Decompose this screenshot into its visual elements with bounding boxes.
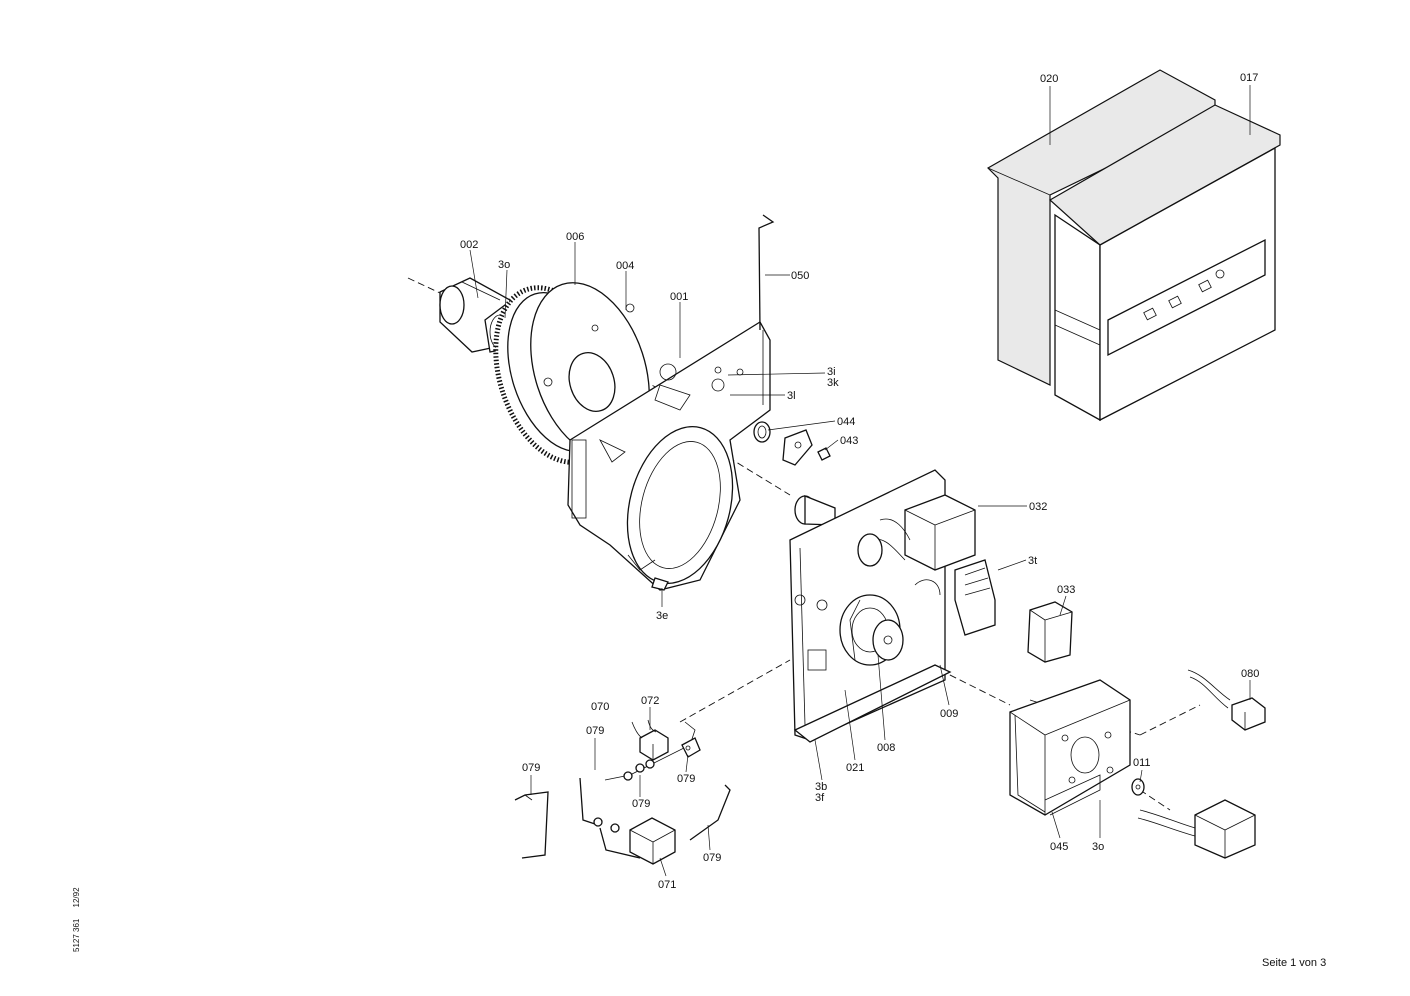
leader-lines (469, 85, 1251, 877)
document-number: 5127 361 12/92 (72, 887, 81, 952)
label-070: 070 (591, 701, 609, 713)
bushing-part-044 (753, 421, 771, 443)
bracket-part-043 (782, 429, 831, 466)
connector-part-080 (1187, 669, 1266, 731)
label-043: 043 (840, 435, 858, 447)
label-079-a: 079 (586, 725, 604, 737)
ignition-unit-part-3t (914, 559, 996, 636)
label-021: 021 (846, 762, 864, 774)
label-3k: 3k (827, 377, 839, 389)
part-labels: 002 3o 006 004 001 050 3i 3k 3l 044 043 … (460, 72, 1259, 891)
control-unit-part-020 (987, 69, 1216, 386)
motor-part-008 (839, 594, 904, 666)
label-3o-lower: 3o (1092, 841, 1104, 853)
label-011: 011 (1133, 757, 1151, 769)
label-3f: 3f (815, 792, 825, 804)
pipe-clip-part-079 (514, 791, 549, 859)
label-079-b: 079 (522, 762, 540, 774)
transformer-part-032 (857, 494, 976, 571)
coupling-part (794, 495, 836, 526)
solenoid-valve-part-071 (593, 817, 676, 865)
label-045: 045 (1050, 841, 1068, 853)
label-033: 033 (1057, 584, 1075, 596)
label-004: 004 (616, 260, 634, 272)
label-3e: 3e (656, 610, 668, 622)
label-3b: 3b (815, 781, 827, 793)
label-002: 002 (460, 239, 478, 251)
label-3i: 3i (827, 366, 836, 378)
label-006: 006 (566, 231, 584, 243)
cover-box-part-045 (1009, 679, 1131, 816)
label-020: 020 (1040, 73, 1058, 85)
solenoid-valve-part-072 (623, 719, 669, 781)
label-032: 032 (1029, 501, 1047, 513)
doc-date-text: 12/92 (72, 887, 81, 908)
label-079-e: 079 (703, 852, 721, 864)
plug-box-part (1137, 799, 1256, 859)
label-3t: 3t (1028, 555, 1037, 567)
label-072: 072 (641, 695, 659, 707)
label-017: 017 (1240, 72, 1258, 84)
label-079-d: 079 (632, 798, 650, 810)
cover-part-033 (1027, 601, 1073, 663)
label-001: 001 (670, 291, 688, 303)
control-unit-part-017 (1048, 104, 1281, 422)
label-3o-upper: 3o (498, 259, 510, 271)
burner-housing-part-001 (567, 321, 771, 591)
label-008: 008 (877, 742, 895, 754)
page-indicator: Seite 1 von 3 (1262, 957, 1327, 969)
fitting-part-079 (681, 737, 701, 758)
screw-part-011 (1131, 778, 1145, 796)
label-071: 071 (658, 879, 676, 891)
label-050: 050 (791, 270, 809, 282)
label-044: 044 (837, 416, 855, 428)
label-079-c: 079 (677, 773, 695, 785)
doc-number-text: 5127 361 (72, 918, 81, 952)
rod-part-050 (758, 214, 775, 405)
label-080: 080 (1241, 668, 1259, 680)
label-009: 009 (940, 708, 958, 720)
label-3l: 3l (787, 390, 796, 402)
